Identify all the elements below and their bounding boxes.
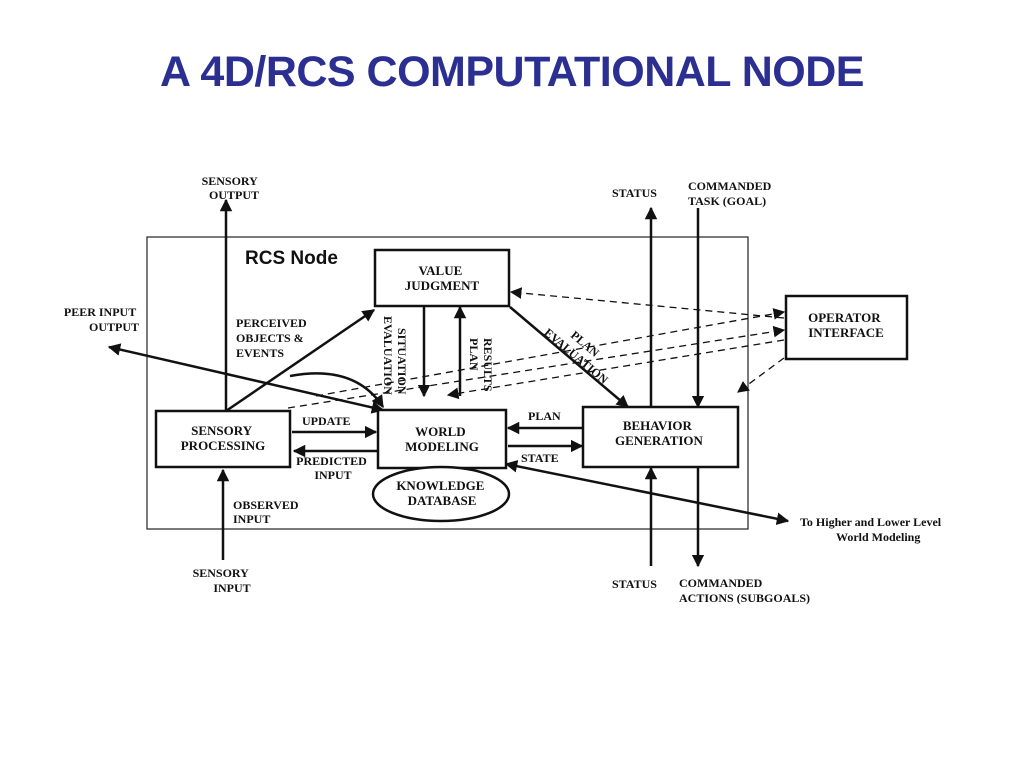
- peer-io-label-1: PEER INPUT: [64, 305, 136, 319]
- situation-evaluation-label: SITUATION EVALUATION: [381, 316, 409, 397]
- svg-text:PLAN EVALUATION: PLAN EVALUATION: [541, 314, 620, 387]
- sensory-processing-label-2: PROCESSING: [181, 438, 266, 453]
- commanded-task-label-2: TASK (GOAL): [688, 194, 766, 208]
- commanded-task-label-1: COMMANDED: [688, 179, 772, 193]
- svg-text:PREDICTED INPUT: PREDICTED INPUT: [296, 454, 370, 482]
- arrow-peer-io: [107, 343, 385, 414]
- dashed-arrow-sp-to-oi: [287, 325, 786, 409]
- perceived-label-1: PERCEIVED: [236, 316, 307, 330]
- svg-text:PERCEIVED OBJECTS & EV: PERCEIVED OBJECTS & EVENTS: [236, 316, 310, 360]
- svg-text:WORLD MODELING: WORLD MODELING: [405, 424, 479, 454]
- sensory-processing-label-1: SENSORY: [191, 423, 253, 438]
- sensory-processing-box: [154, 409, 292, 469]
- dashed-arrow-wm-to-oi: [315, 308, 786, 397]
- plan-results-label-1: PLAN: [467, 338, 481, 371]
- svg-text:COMMANDED TASK (GOAL): COMMANDED TASK (GOAL): [688, 179, 774, 208]
- svg-text:SENSORY PROCESSING: SENSORY PROCESSING: [181, 423, 266, 453]
- operator-interface-label-1: OPERATOR: [808, 310, 881, 325]
- operator-interface-label-2: INTERFACE: [808, 325, 884, 340]
- plan-results-label: PLAN RESULTS: [467, 338, 495, 392]
- commanded-actions-label-2: ACTIONS (SUBGOALS): [679, 591, 810, 605]
- svg-text:PEER INPUT OUTPUT: PEER INPUT OUTPUT: [64, 305, 139, 334]
- peer-io-label-2: OUTPUT: [89, 320, 139, 334]
- svg-text:OPERATOR INTERFACE: OPERATOR INTERFACE: [808, 310, 884, 340]
- predicted-input-label-1: PREDICTED: [296, 454, 367, 468]
- situation-label-2: EVALUATION: [381, 316, 395, 395]
- world-modeling-box: [376, 408, 508, 470]
- svg-text:COMMANDED ACTIONS (SUBGOAL: COMMANDED ACTIONS (SUBGOALS): [679, 576, 810, 605]
- value-judgment-box: [373, 248, 511, 308]
- world-modeling-label-1: WORLD: [415, 424, 466, 439]
- behavior-generation-label-2: GENERATION: [615, 433, 703, 448]
- value-judgment-label-2: JUDGMENT: [405, 278, 480, 293]
- svg-text:To Higher and Lower Level: To Higher and Lower Level World Modeling: [800, 515, 944, 544]
- behavior-generation-box: [581, 405, 740, 469]
- plan-evaluation-label: PLAN EVALUATION: [541, 314, 620, 387]
- slide-title: A 4D/RCS COMPUTATIONAL NODE: [160, 48, 864, 96]
- world-modeling-label-2: MODELING: [405, 439, 479, 454]
- svg-text:OBSERVED INPUT: OBSERVED INPUT: [233, 498, 302, 526]
- sensory-input-label-1: SENSORY: [193, 566, 250, 580]
- sensory-input-label-2: INPUT: [213, 581, 250, 595]
- sensory-output-label-1: SENSORY: [202, 174, 259, 188]
- sensory-output-label-2: OUTPUT: [209, 188, 259, 202]
- operator-interface-box: [784, 294, 909, 361]
- arrow-plan-evaluation: [509, 306, 629, 408]
- knowledge-database-label-2: DATABASE: [408, 493, 477, 508]
- arrow-higher-lower: [504, 460, 790, 525]
- commanded-actions-label-1: COMMANDED: [679, 576, 763, 590]
- svg-text:PLAN RESULTS: PLAN RESULTS: [467, 338, 495, 392]
- dashed-arrow-oi-to-bg: [737, 357, 785, 393]
- svg-text:SITUATION EVALUATION: SITUATION EVALUATION: [381, 316, 409, 397]
- svg-text:KNOWLEDGE DATABASE: KNOWLEDGE DATABASE: [396, 478, 487, 508]
- update-label: UPDATE: [302, 414, 350, 428]
- knowledge-database-label-1: KNOWLEDGE: [396, 478, 484, 493]
- situation-label-1: SITUATION: [395, 328, 409, 395]
- rcs-node-label: RCS Node: [245, 248, 338, 269]
- plan-label: PLAN: [528, 409, 561, 423]
- dashed-arrow-oi-to-vj: [509, 287, 785, 319]
- plan-results-label-2: RESULTS: [481, 338, 495, 392]
- knowledge-database-ellipse: [371, 465, 511, 523]
- svg-text:BEHAVIOR GENERATION: BEHAVIOR GENERATION: [615, 418, 703, 448]
- svg-text:SENSORY OUTPUT: SENSORY OUTPUT: [202, 174, 261, 202]
- observed-input-label-1: OBSERVED: [233, 498, 299, 512]
- status-bottom-label: STATUS: [612, 577, 657, 591]
- value-judgment-label-1: VALUE: [418, 263, 462, 278]
- arrow-perceived-curve: [289, 372, 385, 409]
- higher-lower-label-2: World Modeling: [836, 530, 920, 544]
- dashed-arrow-oi-to-wm: [446, 339, 785, 400]
- perceived-label-3: EVENTS: [236, 346, 284, 360]
- higher-lower-label-1: To Higher and Lower Level: [800, 515, 942, 529]
- state-label: STATE: [521, 451, 559, 465]
- perceived-label-2: OBJECTS &: [236, 331, 304, 345]
- svg-text:SENSORY INPUT: SENSORY INPUT: [193, 566, 252, 595]
- svg-text:VALUE JUDGMENT: VALUE JUDGMENT: [405, 263, 480, 293]
- behavior-generation-label-1: BEHAVIOR: [623, 418, 693, 433]
- status-top-label: STATUS: [612, 186, 657, 200]
- observed-input-label-2: INPUT: [233, 512, 270, 526]
- predicted-input-label-2: INPUT: [314, 468, 351, 482]
